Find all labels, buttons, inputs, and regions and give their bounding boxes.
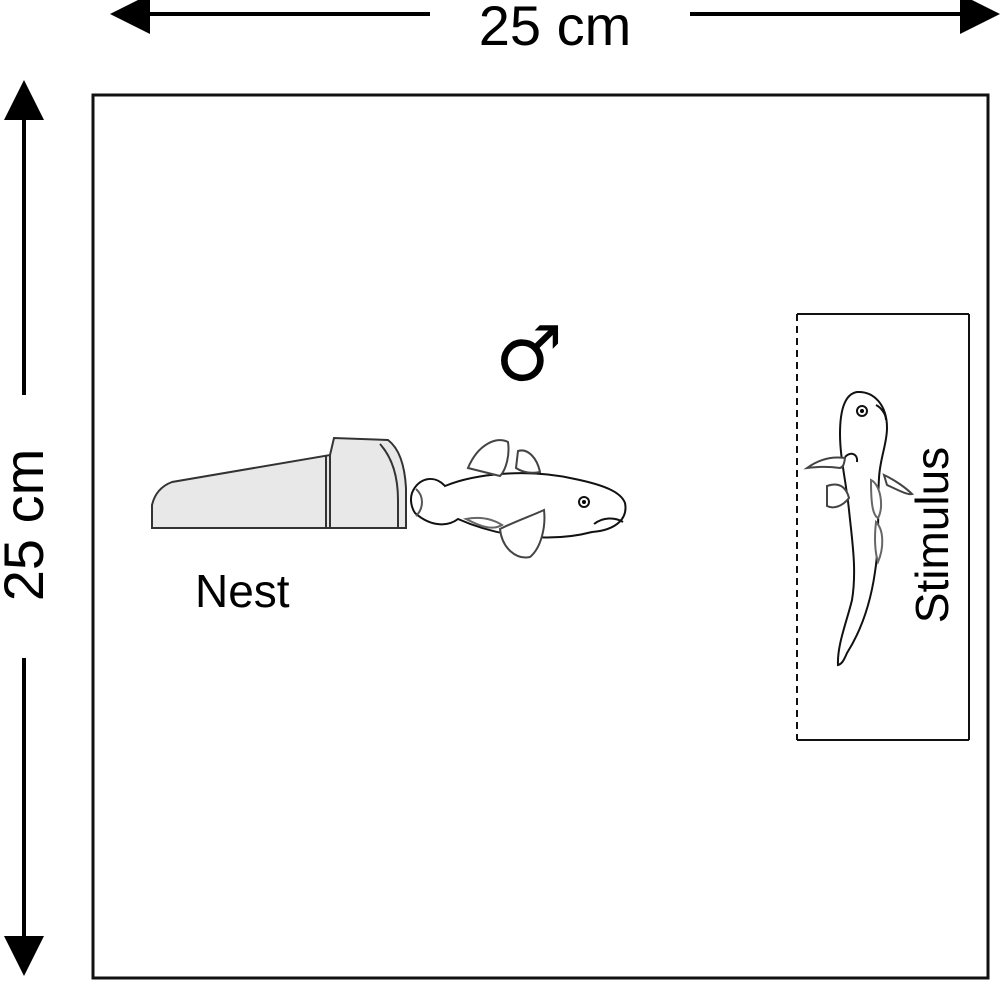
nest-label: Nest bbox=[195, 568, 290, 614]
goby-fish-icon bbox=[807, 392, 912, 665]
flower-pot-icon bbox=[152, 438, 406, 528]
male-symbol-icon: ♂ bbox=[495, 316, 563, 392]
goby-fish-icon bbox=[411, 440, 625, 557]
tank-height-label: 25 cm bbox=[0, 425, 52, 625]
tank-width-label: 25 cm bbox=[455, 0, 655, 54]
stimulus-label: Stimulus bbox=[909, 405, 955, 665]
